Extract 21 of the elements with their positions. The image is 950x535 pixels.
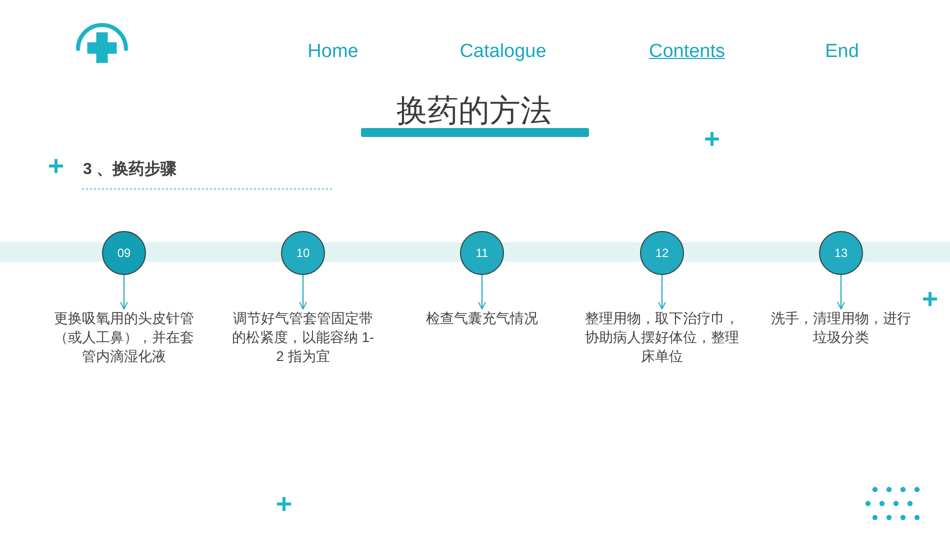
nav-link: Home bbox=[308, 41, 358, 63]
nav-link: Catalogue bbox=[460, 41, 546, 63]
section-heading: 3 、换药步骤 bbox=[83, 160, 176, 180]
arrow bbox=[120, 275, 128, 310]
nav-link: End bbox=[825, 41, 859, 63]
step-description: 更换吸氧用的头皮针管（或人工鼻），并在套管内滴湿化液 bbox=[52, 309, 196, 366]
step-number-circle: 13 bbox=[819, 231, 863, 275]
step-description: 调节好气管套管固定带的松紧度，以能容纳 1-2 指为宜 bbox=[229, 309, 377, 366]
arrow bbox=[837, 275, 845, 310]
step-number-circle: 12 bbox=[640, 231, 684, 275]
step-number-circle: 11 bbox=[460, 231, 504, 275]
arrow bbox=[658, 275, 666, 310]
step-description: 洗手，清理用物，进行垃圾分类 bbox=[768, 309, 914, 347]
step-description: 整理用物，取下治疗巾，协助病人摆好体位，整理床单位 bbox=[585, 309, 739, 366]
step-number-circle: 09 bbox=[102, 231, 146, 275]
arrow bbox=[478, 275, 486, 310]
step-number-circle: 10 bbox=[281, 231, 325, 275]
arrow bbox=[299, 275, 307, 310]
step-description: 检查气囊充气情况 bbox=[410, 309, 554, 328]
nav-link: Contents bbox=[648, 41, 726, 63]
slide-title: 换药的方法 bbox=[396, 95, 552, 127]
